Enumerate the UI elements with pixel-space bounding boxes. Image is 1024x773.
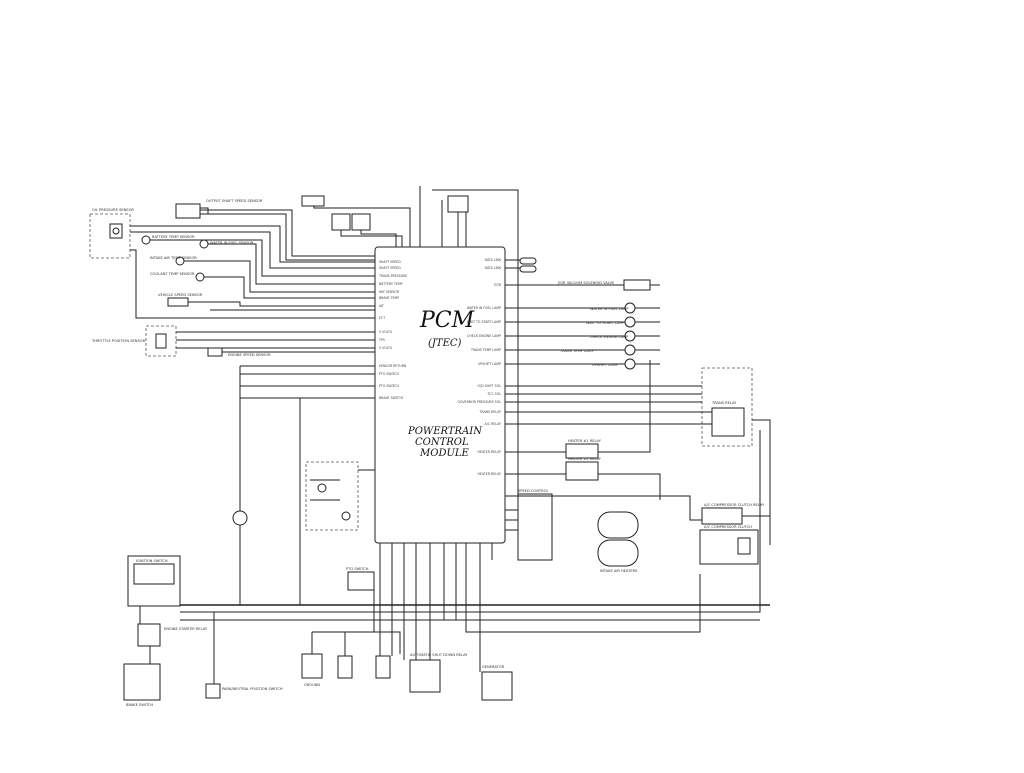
pcm-right-pin: TRANS RELAY bbox=[478, 410, 501, 414]
pcm-right-pin: TCC SOL bbox=[486, 392, 501, 396]
label-cel-lamp: CHECK ENGINE LAMP bbox=[590, 335, 629, 339]
pcm-right-pin: UPSHIFT LAMP bbox=[478, 362, 501, 366]
label-battery-temp: BATTERY TEMP SENSOR bbox=[152, 235, 195, 239]
pcm-right-pin: WAIT TO START LAMP bbox=[467, 320, 501, 324]
left-wiring bbox=[89, 203, 375, 605]
label-egr-valve: EGR VACUUM SOLENOID VALVE bbox=[558, 281, 615, 285]
label-intake-air-temp: INTAKE AIR TEMP SENSOR bbox=[150, 256, 197, 260]
label-heater-relay-1: HEATER #1 RELAY bbox=[568, 439, 602, 443]
label-grounds: GROUND bbox=[304, 683, 320, 687]
label-asd-relay: AUTOMATIC SHUT DOWN RELAY bbox=[410, 653, 468, 657]
pcm-left-pins: SHAFT SPEED SHAFT SPEED TRANS PRESSURE BATT… bbox=[378, 260, 407, 400]
pcm-name-line1: POWERTRAIN bbox=[407, 426, 483, 437]
label-park-neutral: PARK/NEUTRAL POSITION SWITCH bbox=[222, 687, 283, 691]
label-up-lamp: UPSHIFT LAMP bbox=[592, 363, 619, 367]
pcm-right-pins: DATA LINK DATA LINK EGR WATER IN FUEL LAMP W… bbox=[457, 258, 501, 476]
pcm-name-line2: CONTROL bbox=[415, 437, 469, 448]
label-wts-lamp: WAIT TO START LAMP bbox=[586, 321, 625, 325]
bottom-wiring bbox=[123, 397, 770, 701]
label-brake-switch: BRAKE SWITCH bbox=[126, 703, 153, 707]
pcm-left-pin: BRAKE SWITCH bbox=[379, 396, 404, 400]
label-ignition-switch: IGNITION SWITCH bbox=[136, 559, 168, 563]
pcm-right-pin: O/D SHIFT SOL bbox=[478, 384, 502, 388]
pcm-left-pin: PTO SWITCH bbox=[379, 372, 399, 376]
label-intake-heaters: INTAKE AIR HEATERS bbox=[600, 569, 638, 573]
top-wiring bbox=[301, 186, 519, 545]
pcm-left-pin: ECT bbox=[379, 316, 385, 320]
pcm-left-pin: PTO SWITCH bbox=[379, 384, 399, 388]
label-oil-pressure: OIL PRESSURE SENSOR bbox=[92, 208, 134, 212]
pcm-left-pin: 5 VOLTS bbox=[379, 346, 392, 350]
pcm-subtitle: (JTEC) bbox=[428, 338, 462, 349]
label-output-shaft: OUTPUT SHAFT SPEED SENSOR bbox=[206, 199, 263, 203]
label-engine-speed: ENGINE SPEED SENSOR bbox=[228, 353, 271, 357]
label-tt-lamp: TRANS TEMP LAMP bbox=[559, 349, 595, 353]
pcm-right-pin: HEATER RELAY bbox=[478, 472, 502, 476]
pcm-right-pin: TRANS TEMP LAMP bbox=[470, 348, 501, 352]
label-water-in-fuel: WATER IN FUEL SENSOR bbox=[210, 241, 254, 245]
pcm-left-pin: 5 VOLTS bbox=[379, 330, 392, 334]
pcm-right-pin: DATA LINK bbox=[485, 258, 502, 262]
label-wif-lamp: WATER IN FUEL LAMP bbox=[590, 307, 629, 311]
pcm-right-pin: DATA LINK bbox=[485, 266, 502, 270]
component-labels: OIL PRESSURE SENSOR OUTPUT SHAFT SPEED SE… bbox=[91, 199, 765, 707]
pcm-left-pin: SHAFT SPEED bbox=[379, 266, 401, 270]
label-heater-relay-2: HEATER #2 RELAY bbox=[568, 457, 602, 461]
label-ac-clutch-relay: A/C COMPRESSOR CLUTCH RELAY bbox=[704, 503, 765, 507]
pcm-left-pin: BATTERY TEMP bbox=[379, 282, 403, 286]
pcm-left-pin: SHAFT SPEED bbox=[379, 260, 401, 264]
label-pto-switch: PTO SWITCH bbox=[346, 567, 369, 571]
pcm-right-pin: WATER IN FUEL LAMP bbox=[467, 306, 501, 310]
label-trans-relay: TRANS RELAY bbox=[711, 401, 737, 405]
speed-control-switch bbox=[305, 461, 375, 531]
label-generator: GENERATOR bbox=[482, 665, 505, 669]
label-ac-clutch: A/C COMPRESSOR CLUTCH bbox=[704, 525, 752, 529]
label-coolant-temp: COOLANT TEMP SENSOR bbox=[150, 272, 195, 276]
pcm-title: PCM bbox=[419, 308, 475, 333]
pcm-left-pin: TPS bbox=[378, 338, 385, 342]
pcm-left-pin: WIF SENSOR bbox=[379, 290, 400, 294]
pcm-left-pin: BRAKE TEMP bbox=[379, 296, 399, 300]
label-throttle-position: THROTTLE POSITION SENSOR bbox=[91, 339, 146, 343]
label-vehicle-speed: VEHICLE SPEED SENSOR bbox=[158, 293, 203, 297]
pcm-right-pin: HEATER RELAY bbox=[478, 450, 502, 454]
pcm-right-pin: CHECK ENGINE LAMP bbox=[467, 334, 501, 338]
pcm-left-pin: IAT bbox=[379, 304, 384, 308]
label-speed-control: SPEED CONTROL bbox=[518, 489, 548, 493]
pcm-module: PCM (JTEC) POWERTRAIN CONTROL MODULE bbox=[374, 246, 506, 544]
label-engine-relay: ENGINE STARTER RELAY bbox=[164, 627, 208, 631]
pcm-left-pin: TRANS PRESSURE bbox=[378, 274, 407, 278]
pcm-left-pin: SENSOR RETURN bbox=[379, 364, 407, 368]
pcm-name-line3: MODULE bbox=[419, 448, 470, 459]
right-wiring bbox=[505, 257, 771, 567]
pcm-right-pin: A/C RELAY bbox=[485, 422, 502, 426]
pcm-right-pin: EGR bbox=[494, 283, 501, 287]
pcm-right-pin: GOVERNOR PRESSURE SOL bbox=[457, 400, 501, 404]
